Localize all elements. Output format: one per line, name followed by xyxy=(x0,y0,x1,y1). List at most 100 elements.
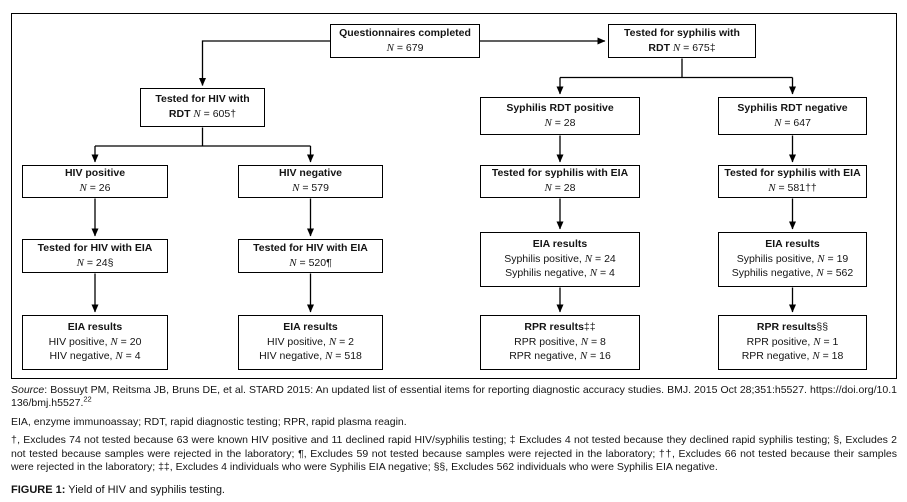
box-value: N = 647 xyxy=(774,116,811,131)
box-title: HIV positive xyxy=(64,167,126,180)
row-value: = 8 xyxy=(588,335,606,348)
box-title: Questionnaires completed xyxy=(339,26,471,39)
box-title: Tested for syphilis with EIA xyxy=(724,167,861,180)
flow-box-syphilis-rdt-negative: Syphilis RDT negative N = 647 xyxy=(718,97,867,135)
flow-box-tested-syphilis-rdt: Tested for syphilis with RDT N = 675‡ xyxy=(608,24,756,58)
figure-footer: Source: Bossuyt PM, Reitsma JB, Bruns DE… xyxy=(11,384,897,502)
box-title: EIA results xyxy=(765,238,820,251)
flow-box-questionnaires-completed: Questionnaires completed N = 679 xyxy=(330,24,480,58)
row-value: = 562 xyxy=(823,267,854,280)
box-title-2: RDT xyxy=(168,108,194,120)
n-symbol: N xyxy=(672,41,681,54)
n-value: = 581†† xyxy=(775,182,817,194)
row-label: Syphilis positive, xyxy=(736,252,818,265)
flow-box-tested-syphilis-eia-right: Tested for syphilis with EIA N = 581†† xyxy=(718,165,867,198)
flow-box-rpr-results-right: RPR results§§ RPR positive, N = 1 RPR ne… xyxy=(718,315,867,370)
result-row: Syphilis negative, N = 4 xyxy=(505,266,615,281)
n-symbol: N xyxy=(76,256,84,269)
figure-stage: Questionnaires completed N = 679 Tested … xyxy=(11,13,897,496)
n-value: = 520¶ xyxy=(296,256,332,269)
flow-box-eia-results-syphilis-right: EIA results Syphilis positive, N = 19 Sy… xyxy=(718,232,867,287)
flow-box-hiv-negative: HIV negative N = 579 xyxy=(238,165,383,198)
source-label: Source xyxy=(11,384,45,396)
n-symbol: N xyxy=(580,335,589,348)
row-label: HIV positive, xyxy=(266,335,329,348)
box-value: N = 28 xyxy=(545,116,576,131)
box-value: N = 679 xyxy=(387,41,424,56)
n-symbol: N xyxy=(79,182,87,194)
result-row: HIV negative, N = 518 xyxy=(259,349,362,364)
flow-box-tested-hiv-eia-left: Tested for HIV with EIA N = 24§ xyxy=(22,239,168,273)
footnote-marker: ‡‡ xyxy=(583,321,596,334)
figure-caption-text: Yield of HIV and syphilis testing. xyxy=(65,483,225,496)
box-title: HIV negative xyxy=(278,167,343,180)
n-symbol: N xyxy=(544,116,552,129)
result-row: RPR negative, N = 18 xyxy=(742,349,844,364)
source-text: : Bossuyt PM, Reitsma JB, Bruns DE, et a… xyxy=(44,384,811,396)
row-value: = 2 xyxy=(336,335,354,348)
box-value: N = 520¶ xyxy=(289,256,331,271)
n-value: = 605† xyxy=(200,108,237,120)
n-value: = 26 xyxy=(86,182,111,194)
result-row: Syphilis negative, N = 562 xyxy=(732,266,853,281)
n-value: = 647 xyxy=(781,116,811,129)
row-label: HIV positive, xyxy=(48,335,111,348)
n-symbol: N xyxy=(813,335,821,348)
box-title: Syphilis RDT negative xyxy=(737,101,848,114)
box-title: Tested for HIV with xyxy=(155,93,250,106)
row-label: HIV negative, xyxy=(259,350,326,363)
box-title: Tested for HIV with EIA xyxy=(253,241,368,254)
figure-caption-label: FIGURE 1: xyxy=(11,483,66,496)
source-url: https://doi.org/10.1136/bmj.h5527. xyxy=(11,384,897,410)
footnotes-paragraph: †, Excludes 74 not tested because 63 wer… xyxy=(11,434,897,474)
box-title: EIA results xyxy=(532,238,588,251)
row-label: RPR positive, xyxy=(746,335,814,348)
box-title: Tested for HIV with EIA xyxy=(37,241,153,254)
n-symbol: N xyxy=(579,350,588,363)
n-symbol: N xyxy=(386,41,394,54)
n-value: = 679 xyxy=(393,41,424,54)
box-title: Syphilis RDT positive xyxy=(506,101,614,114)
row-value: = 518 xyxy=(332,350,362,363)
row-value: = 19 xyxy=(824,252,849,265)
row-label: Syphilis negative, xyxy=(505,267,590,280)
n-symbol: N xyxy=(768,182,776,194)
row-label: Syphilis negative, xyxy=(731,267,817,280)
box-value: N = 26 xyxy=(80,181,111,196)
n-symbol: N xyxy=(812,350,820,363)
row-label: Syphilis positive, xyxy=(504,252,585,265)
row-value: = 20 xyxy=(117,335,142,348)
box-title-2: RDT xyxy=(648,41,673,54)
row-label: RPR negative, xyxy=(509,350,580,363)
row-value: = 1 xyxy=(820,335,839,348)
box-title: RPR results‡‡ xyxy=(524,321,595,335)
result-row: Syphilis positive, N = 24 xyxy=(504,252,616,267)
box-value: N = 579 xyxy=(292,181,329,196)
box-title: EIA results xyxy=(283,321,338,334)
result-row: HIV negative, N = 4 xyxy=(49,349,140,364)
flow-box-eia-results-syphilis-left: EIA results Syphilis positive, N = 24 Sy… xyxy=(480,232,640,287)
result-row: HIV positive, N = 2 xyxy=(267,335,354,350)
flow-box-eia-results-hiv-left: EIA results HIV positive, N = 20 HIV neg… xyxy=(22,315,168,370)
box-value: N = 581†† xyxy=(768,181,817,196)
box-value: N = 24§ xyxy=(77,256,114,271)
n-symbol: N xyxy=(325,350,333,363)
n-symbol: N xyxy=(110,335,118,348)
n-value: = 24§ xyxy=(83,256,114,269)
row-value: = 16 xyxy=(587,350,611,363)
n-symbol: N xyxy=(589,267,598,280)
n-symbol: N xyxy=(816,267,824,280)
flow-box-syphilis-rdt-positive: Syphilis RDT positive N = 28 xyxy=(480,97,640,135)
box-value: RDT N = 675‡ xyxy=(648,41,715,56)
box-title: RPR results§§ xyxy=(757,321,828,335)
n-value: = 28 xyxy=(551,182,576,194)
footnote-marker: §§ xyxy=(816,321,829,334)
flow-box-tested-syphilis-eia-left: Tested for syphilis with EIA N = 28 xyxy=(480,165,640,198)
figure-caption: FIGURE 1: Yield of HIV and syphilis test… xyxy=(11,483,897,497)
flow-box-tested-hiv-eia-right: Tested for HIV with EIA N = 520¶ xyxy=(238,239,383,273)
row-label: HIV negative, xyxy=(49,350,116,363)
row-value: = 18 xyxy=(819,350,844,363)
row-value: = 24 xyxy=(592,252,616,265)
result-row: HIV positive, N = 20 xyxy=(49,335,142,350)
n-symbol: N xyxy=(584,252,593,265)
